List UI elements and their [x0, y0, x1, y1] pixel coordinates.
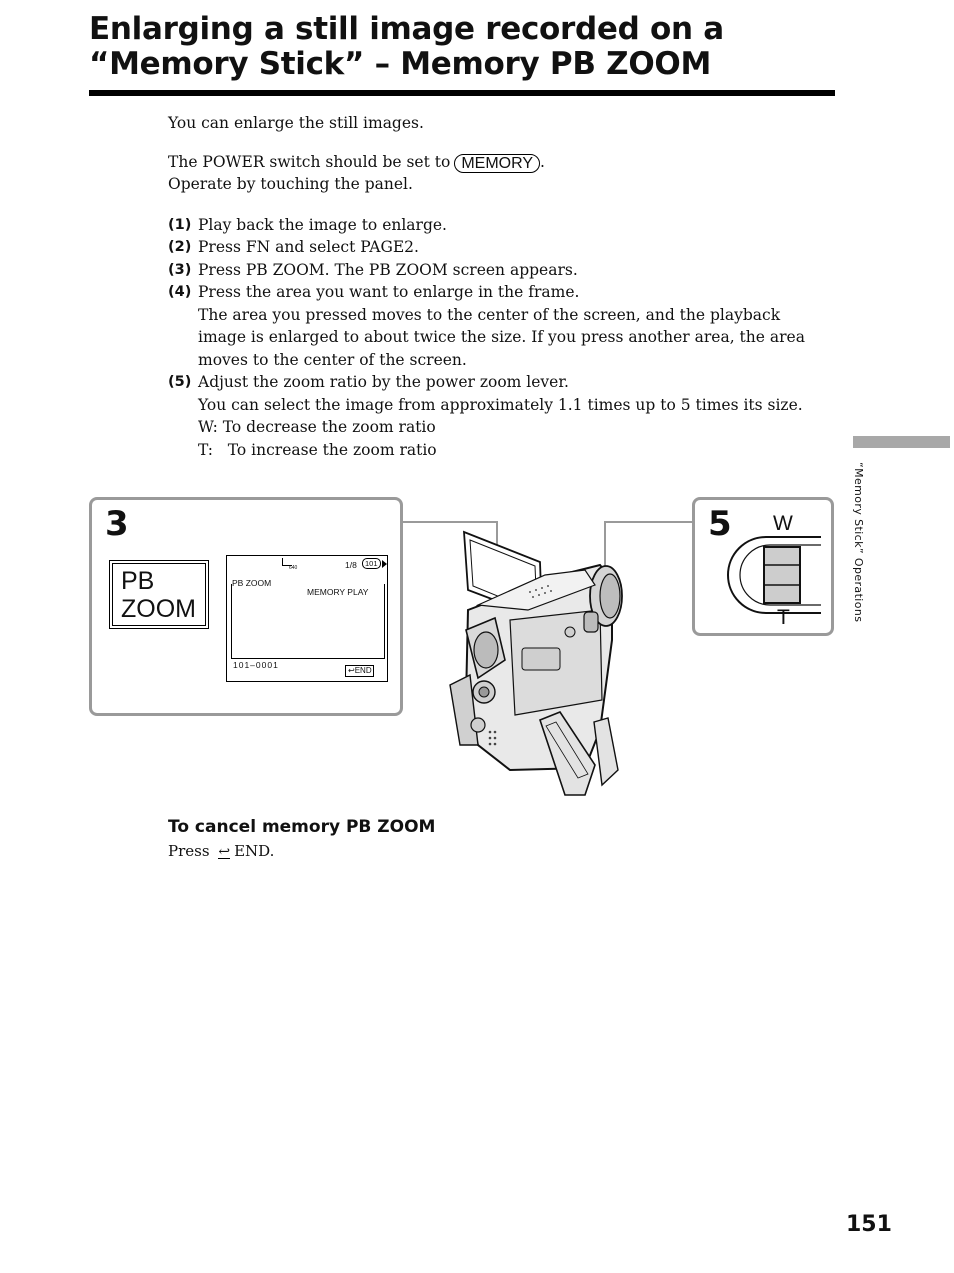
- end-button[interactable]: ↩END: [345, 665, 374, 677]
- image-counter: 1/8: [345, 560, 357, 570]
- power-zoom-lever[interactable]: [726, 535, 826, 625]
- folder-badge: 101: [362, 558, 381, 569]
- power-prefix: The POWER switch should be set to: [168, 153, 451, 171]
- panel-3-number: 3: [105, 504, 129, 544]
- step-number: (5): [168, 374, 192, 390]
- zoom-frame[interactable]: [231, 584, 385, 659]
- image-size-label: 640: [289, 565, 298, 571]
- step-text: The area you pressed moves to the center…: [198, 305, 781, 324]
- return-icon: ↩: [348, 666, 355, 675]
- step-text: Play back the image to enlarge.: [198, 216, 447, 234]
- intro-operate: Operate by touching the panel.: [168, 175, 413, 193]
- wide-label: W: [773, 512, 793, 535]
- title-line-2: “Memory Stick” – Memory PB ZOOM: [89, 46, 711, 82]
- panel-5-number: 5: [708, 504, 732, 544]
- step-text: T: To increase the zoom ratio: [198, 440, 437, 459]
- step-text: image is enlarged to about twice the siz…: [198, 328, 805, 346]
- pb-zoom-mode-label: PB ZOOM: [232, 578, 274, 588]
- next-arrow-icon[interactable]: [382, 560, 387, 568]
- step-text: Press FN and select PAGE2.: [198, 238, 419, 256]
- step-text: Press the area you want to enlarge in th…: [198, 283, 580, 301]
- step-number: (2): [168, 239, 192, 255]
- step-text: W: To decrease the zoom ratio: [198, 418, 436, 436]
- end-label: END: [354, 666, 372, 675]
- page-title: Enlarging a still image recorded on a “M…: [89, 12, 839, 82]
- step-text: You can select the image from approximat…: [198, 395, 803, 414]
- section-tab-label: “Memory Stick” Operations: [852, 462, 865, 623]
- cancel-heading: To cancel memory PB ZOOM: [168, 817, 436, 837]
- file-number: 101–0001: [233, 660, 279, 670]
- memory-play-status: MEMORY PLAY: [307, 587, 369, 597]
- intro-enlarge: You can enlarge the still images.: [168, 114, 424, 132]
- cancel-instruction: Press ↩END.: [168, 842, 274, 860]
- lcd-screen[interactable]: 640 1/8 101 PB ZOOM MEMORY PLAY 101–0001…: [226, 555, 388, 682]
- step-3-panel: [89, 497, 403, 716]
- page-number: 151: [846, 1212, 892, 1237]
- pb-zoom-button[interactable]: PB ZOOM: [109, 560, 209, 629]
- power-suffix: .: [540, 153, 545, 171]
- title-rule: [89, 90, 835, 96]
- cancel-press: Press: [168, 842, 210, 860]
- step-number: (3): [168, 262, 192, 278]
- memory-badge: MEMORY: [454, 153, 541, 173]
- hand-strap: [539, 711, 596, 796]
- pb-zoom-label-1: PB: [121, 567, 155, 595]
- tele-label: T: [777, 606, 790, 629]
- step-text: Adjust the zoom ratio by the power zoom …: [198, 373, 569, 391]
- step-text: Press PB ZOOM. The PB ZOOM screen appear…: [198, 261, 578, 279]
- step-text: moves to the center of the screen.: [198, 350, 467, 369]
- zoom-lever: [583, 611, 599, 633]
- title-line-1: Enlarging a still image recorded on a: [89, 11, 724, 47]
- image-size-icon: [282, 558, 292, 566]
- step-number: (1): [168, 217, 192, 233]
- step-number: (4): [168, 284, 192, 300]
- section-tab-bar: [853, 436, 950, 448]
- pb-zoom-label-2: ZOOM: [121, 595, 196, 623]
- return-icon: ↩: [218, 844, 231, 860]
- cancel-end: END.: [234, 842, 275, 860]
